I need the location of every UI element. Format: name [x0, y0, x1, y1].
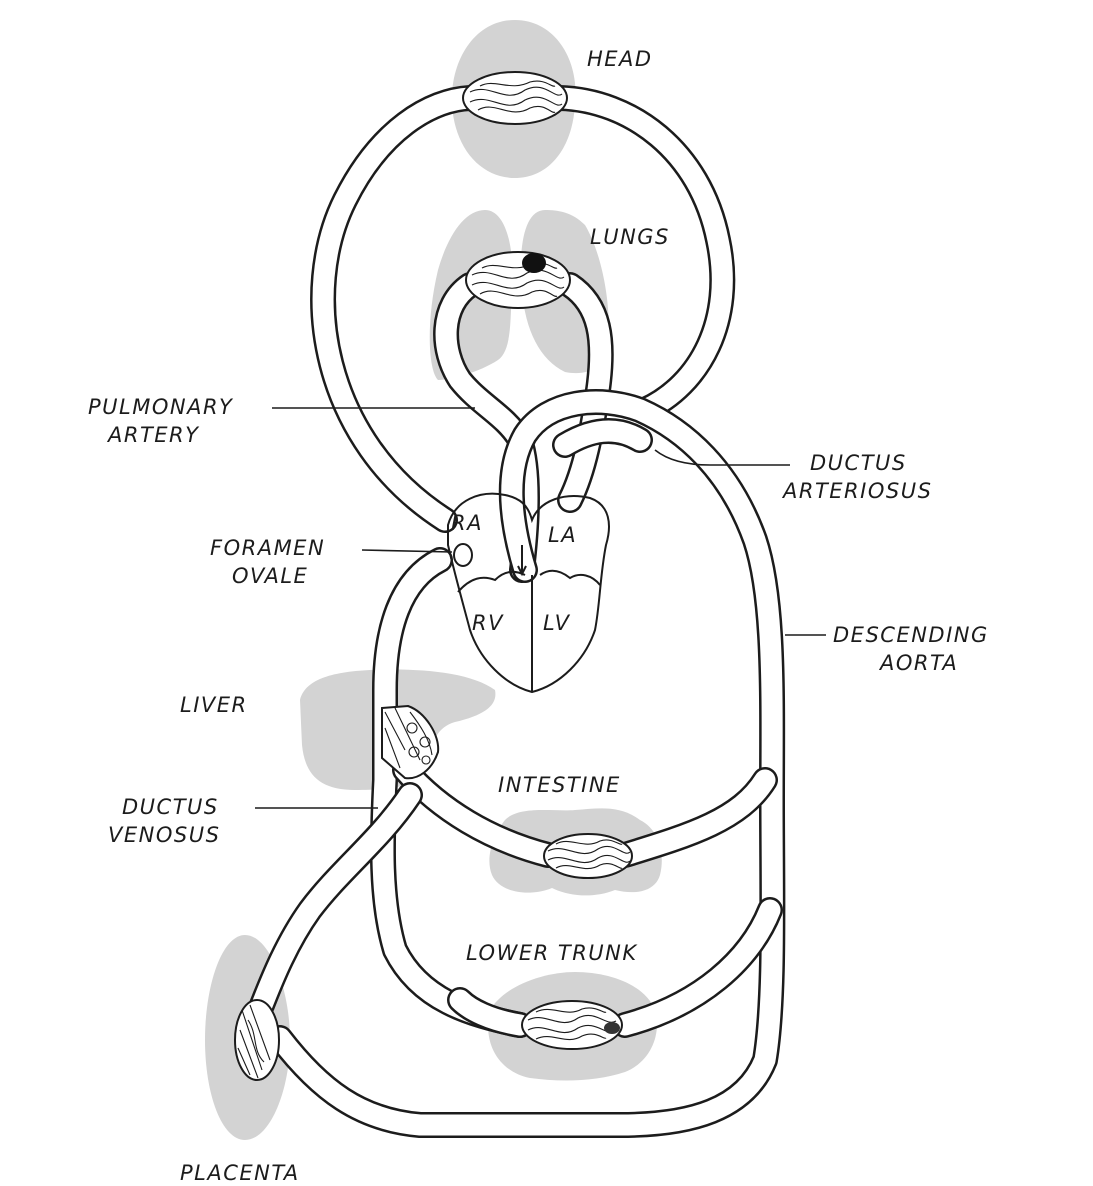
label-ductus-venosus-line1: DUCTUS [122, 795, 219, 819]
label-intestine: INTESTINE [498, 773, 621, 797]
label-ductus-venosus-line2: VENOSUS [108, 823, 220, 847]
placenta-capillary-bed [235, 1000, 279, 1080]
foramen-ovale-opening [454, 544, 472, 566]
label-foramen-ovale-line1: FORAMEN [210, 536, 325, 560]
label-pulmonary-artery-line1: PULMONARY [88, 395, 234, 419]
lower-trunk-capillary-bed [522, 1001, 622, 1049]
label-placenta: PLACENTA [180, 1161, 300, 1185]
label-foramen-ovale-line2: OVALE [232, 564, 308, 588]
label-liver: LIVER [180, 693, 248, 717]
head-capillary-bed [463, 72, 567, 124]
label-head: HEAD [587, 47, 653, 71]
label-ductus-arteriosus-line2: ARTERIOSUS [781, 479, 932, 503]
label-descending-aorta-line1: DESCENDING [833, 623, 989, 647]
heart-chamber-lv: LV [543, 611, 571, 635]
lungs-capillary-bed [466, 252, 570, 308]
label-pulmonary-artery-line2: ARTERY [106, 423, 200, 447]
label-ductus-arteriosus-line1: DUCTUS [810, 451, 907, 475]
heart-chamber-la: LA [548, 523, 577, 547]
heart-chamber-ra: RA [451, 511, 483, 535]
lungs-dark-spot [522, 253, 546, 273]
label-lungs: LUNGS [590, 225, 670, 249]
intestine-capillary-bed [544, 834, 632, 878]
heart-chamber-rv: RV [472, 611, 504, 635]
label-lower-trunk: LOWER TRUNK [466, 941, 638, 965]
label-descending-aorta-line2: AORTA [878, 651, 958, 675]
